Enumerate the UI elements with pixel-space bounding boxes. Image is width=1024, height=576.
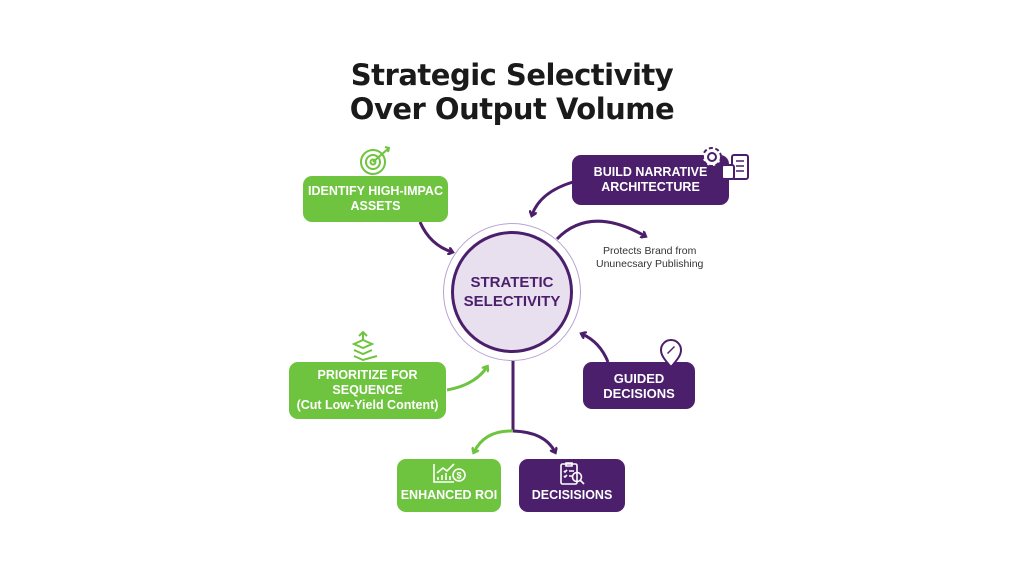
node-build-line-2: ARCHITECTURE	[601, 180, 700, 194]
clipboard-search-icon	[560, 462, 585, 485]
note-protects-brand: Protects Brand from Ununecsary Publishin…	[596, 245, 703, 271]
node-identify-high-impact-assets: IDENTIFY HIGH-IMPAC ASSETS	[303, 176, 448, 222]
node-enhanced-roi: $ ENHANCED ROI	[397, 459, 501, 512]
gear-document-icon	[702, 147, 749, 180]
node-identify-line-2: ASSETS	[350, 199, 401, 213]
node-build-line-1: BUILD NARRATIVE	[593, 165, 708, 179]
node-prioritize-line-3: (Cut Low-Yield Content)	[296, 398, 439, 412]
node-identify-line-1: IDENTIFY HIGH-IMPAC	[308, 184, 443, 198]
layers-icon	[351, 330, 378, 362]
arrow-guided-to-center	[582, 334, 610, 363]
title-line-2: Over Output Volume	[349, 92, 675, 126]
note-line-2: Ununecsary Publishing	[596, 258, 704, 270]
node-decisions-label: DECISISIONS	[531, 488, 613, 502]
note-line-1: Protects Brand from	[603, 245, 697, 257]
node-build-narrative-architecture: BUILD NARRATIVE ARCHITECTURE	[572, 155, 729, 205]
growth-chart-icon: $	[433, 463, 466, 483]
target-icon	[360, 146, 391, 175]
title-line-1: Strategic Selectivity	[350, 58, 674, 92]
node-prioritize-line-1: PRIORITIZE FOR	[317, 368, 418, 382]
location-pin-icon	[659, 339, 683, 369]
node-guided-line-1: GUIDED	[613, 370, 665, 386]
arrow-build-to-center	[532, 180, 574, 215]
diagram-title: Strategic Selectivity Over Output Volume	[0, 58, 1024, 126]
node-prioritize-line-2: SEQUENCE	[332, 383, 403, 397]
center-line-1: STRATETIC	[470, 274, 554, 291]
center-line-2: SELECTIVITY	[463, 293, 561, 310]
center-node: STRATETIC SELECTIVITY	[443, 223, 581, 361]
node-guided-line-2: DECISIONS	[603, 385, 675, 401]
arrow-to-roi	[474, 429, 514, 452]
node-decisions: DECISISIONS	[519, 459, 625, 512]
arrow-identify-to-center	[418, 221, 452, 252]
svg-text:$: $	[456, 471, 461, 481]
arrow-prioritize-to-center	[446, 367, 487, 392]
node-guided-decisions: GUIDED DECISIONS	[583, 362, 695, 409]
arrow-to-decisions	[512, 429, 555, 452]
node-prioritize-for-sequence: PRIORITIZE FOR SEQUENCE (Cut Low-Yield C…	[289, 362, 446, 419]
arrow-center-to-note	[555, 219, 645, 241]
node-roi-label: ENHANCED ROI	[400, 488, 498, 502]
